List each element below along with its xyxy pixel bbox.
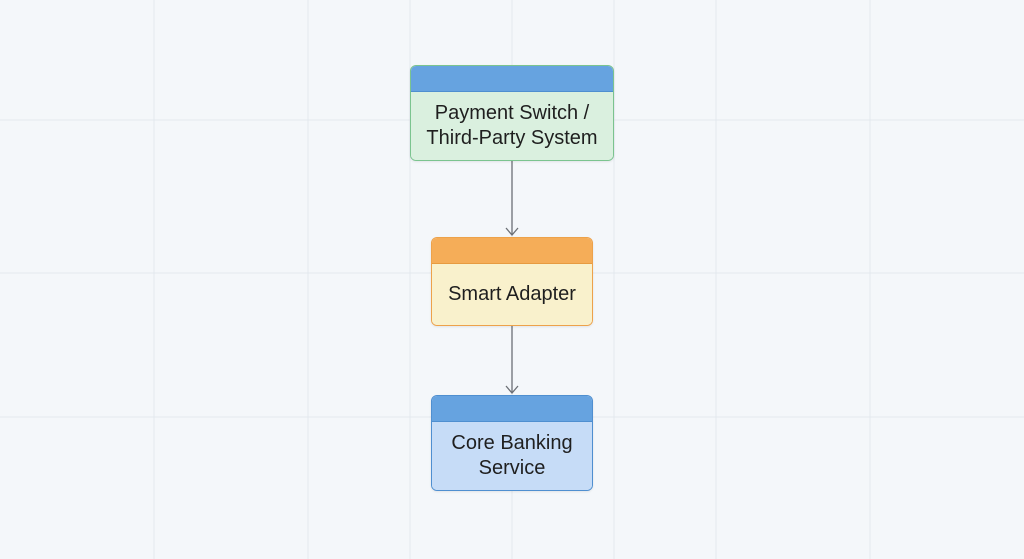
node-label-line: Third-Party System	[426, 127, 598, 149]
node-label-line: Service	[478, 457, 546, 479]
node-label-line: Smart Adapter	[448, 283, 576, 305]
node-label-line: Core Banking	[451, 432, 573, 454]
node-header-bar	[432, 396, 592, 422]
node-body: Payment Switch / Third-Party System	[411, 92, 613, 160]
node-core-banking[interactable]: Core Banking Service	[431, 395, 593, 491]
node-header-bar	[432, 238, 592, 264]
node-label-line: Payment Switch /	[434, 102, 590, 124]
node-payment-switch[interactable]: Payment Switch / Third-Party System	[410, 65, 614, 161]
node-header-bar	[411, 66, 613, 92]
node-smart-adapter[interactable]: Smart Adapter	[431, 237, 593, 326]
node-body: Core Banking Service	[432, 422, 592, 490]
node-body: Smart Adapter	[432, 264, 592, 325]
